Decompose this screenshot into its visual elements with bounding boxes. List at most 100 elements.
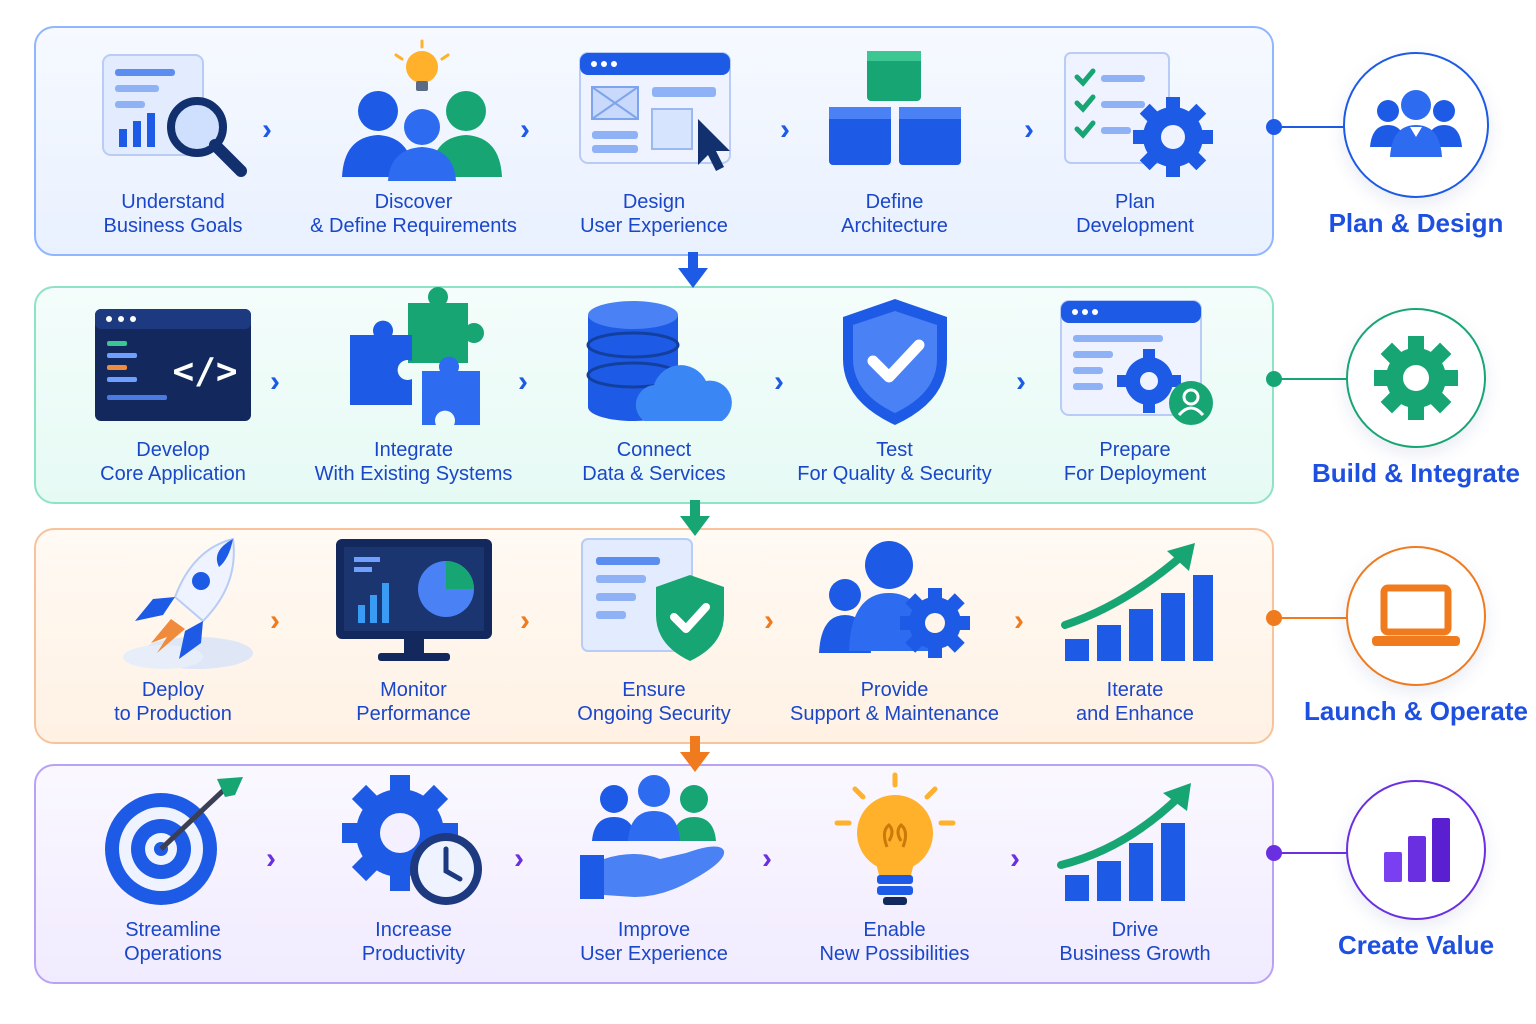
step-line2: Productivity: [361, 943, 466, 965]
svg-text:</>: </>: [172, 351, 237, 392]
connector-line: [1280, 852, 1348, 854]
growth-bars-icon: [1050, 772, 1220, 912]
step-line1: Integrate: [374, 439, 453, 461]
connector-line: [1280, 378, 1350, 380]
chevron-right-icon: ›: [270, 365, 280, 398]
step-understand-business-goals: Understand Business Goals: [58, 28, 288, 254]
build-integrate-band: </> Develop Core Application Integrate W…: [34, 286, 1274, 504]
laptop-icon: [1346, 546, 1486, 686]
arrow-down-icon: [678, 252, 708, 288]
step-line1: Drive: [1111, 919, 1159, 941]
step-prepare-deployment: Prepare For Deployment: [1020, 288, 1250, 502]
step-deploy-production: Deploy to Production: [58, 530, 288, 742]
step-line2: Ongoing Security: [577, 703, 731, 725]
step-line1: Improve: [617, 919, 691, 941]
chevron-right-icon: ›: [762, 842, 772, 875]
step-improve-user-experience: Improve User Experience: [539, 766, 769, 982]
step-develop-core-application: </> Develop Core Application: [58, 288, 288, 502]
launch-operate-band: Deploy to Production Monitor Performance: [34, 528, 1274, 744]
step-line1: Streamline: [125, 919, 221, 941]
step-line1: Prepare: [1099, 439, 1171, 461]
step-line2: Core Application: [100, 463, 246, 485]
phase-label: Plan & Design: [1328, 208, 1504, 238]
step-define-architecture: Define Architecture: [780, 28, 1010, 254]
arrow-down-icon: [680, 500, 710, 536]
hand-people-icon: [569, 772, 739, 912]
step-line1: Test: [876, 439, 913, 461]
step-line2: User Experience: [580, 943, 728, 965]
database-cloud-icon: [569, 292, 739, 432]
step-line2: User Experience: [580, 215, 728, 237]
step-line1: Understand: [121, 191, 225, 213]
connector-dot: [1266, 119, 1282, 135]
phase-label: Build & Integrate: [1312, 458, 1521, 488]
step-test-quality-security: Test For Quality & Security: [780, 288, 1010, 502]
chevron-right-icon: ›: [270, 604, 280, 637]
step-line1: Monitor: [380, 679, 447, 701]
step-line2: New Possibilities: [819, 943, 970, 965]
browser-gear-user-icon: [1050, 292, 1220, 432]
chevron-right-icon: ›: [520, 113, 530, 146]
step-line2: and Enhance: [1076, 703, 1194, 725]
step-line2: Operations: [124, 943, 222, 965]
monitor-chart-icon: [329, 532, 499, 672]
phase-label: Launch & Operate: [1304, 696, 1528, 726]
chevron-right-icon: ›: [780, 113, 790, 146]
create-value-band: Streamline Operations: [34, 764, 1274, 984]
step-line2: With Existing Systems: [314, 463, 513, 485]
lightbulb-icon: [810, 772, 980, 912]
step-line2: Data & Services: [582, 463, 726, 485]
step-line1: Deploy: [141, 679, 205, 701]
step-line1: Define: [865, 191, 924, 213]
chevron-right-icon: ›: [774, 365, 784, 398]
step-streamline-operations: Streamline Operations: [58, 766, 288, 982]
step-line1: Discover: [374, 191, 453, 213]
chevron-right-icon: ›: [1024, 113, 1034, 146]
plan-design-band: Understand Business Goals Discover & Def…: [34, 26, 1274, 256]
step-line2: Performance: [356, 703, 471, 725]
phase-plan-design: Plan & Design: [1316, 52, 1516, 239]
cubes-icon: [810, 44, 980, 184]
connector-dot: [1266, 610, 1282, 626]
chevron-right-icon: ›: [764, 604, 774, 637]
phase-launch-operate: Launch & Operate: [1304, 546, 1528, 727]
step-discover-requirements: Discover & Define Requirements: [299, 28, 529, 254]
phase-build-integrate: Build & Integrate: [1312, 308, 1520, 489]
step-line1: Design: [622, 191, 686, 213]
chevron-right-icon: ›: [518, 365, 528, 398]
chevron-right-icon: ›: [262, 113, 272, 146]
chevron-right-icon: ›: [1010, 842, 1020, 875]
step-line1: Develop: [136, 439, 210, 461]
wireframe-cursor-icon: [569, 44, 739, 184]
arrow-down-icon: [680, 736, 710, 772]
step-design-user-experience: Design User Experience: [539, 28, 769, 254]
step-line2: Business Goals: [103, 215, 243, 237]
phase-create-value: Create Value: [1316, 780, 1516, 961]
step-connect-data-services: Connect Data & Services: [539, 288, 769, 502]
growth-bars-icon: [1050, 532, 1220, 672]
chevron-right-icon: ›: [1016, 365, 1026, 398]
phase-label: Create Value: [1337, 930, 1495, 960]
gear-icon: [1346, 308, 1486, 448]
step-line1: Enable: [863, 919, 926, 941]
step-line1: Connect: [616, 439, 692, 461]
document-shield-icon: [569, 532, 739, 672]
step-line2: For Quality & Security: [797, 463, 992, 485]
bar-chart-icon: [1346, 780, 1486, 920]
people-gear-icon: [810, 532, 980, 672]
chevron-right-icon: ›: [514, 842, 524, 875]
connector-dot: [1266, 371, 1282, 387]
report-magnifier-icon: [88, 44, 258, 184]
step-provide-support: Provide Support & Maintenance: [780, 530, 1010, 742]
step-line2: Support & Maintenance: [789, 703, 1000, 725]
step-line2: Architecture: [841, 215, 948, 237]
connector-line: [1280, 617, 1348, 619]
step-line1: Iterate: [1106, 679, 1164, 701]
step-line2: Business Growth: [1059, 943, 1211, 965]
step-ensure-ongoing-security: Ensure Ongoing Security: [539, 530, 769, 742]
step-enable-new-possibilities: Enable New Possibilities: [780, 766, 1010, 982]
team-lightbulb-icon: [329, 39, 502, 184]
code-window-icon: </>: [88, 292, 258, 432]
target-arrow-icon: [88, 772, 258, 912]
step-line1: Increase: [375, 919, 452, 941]
